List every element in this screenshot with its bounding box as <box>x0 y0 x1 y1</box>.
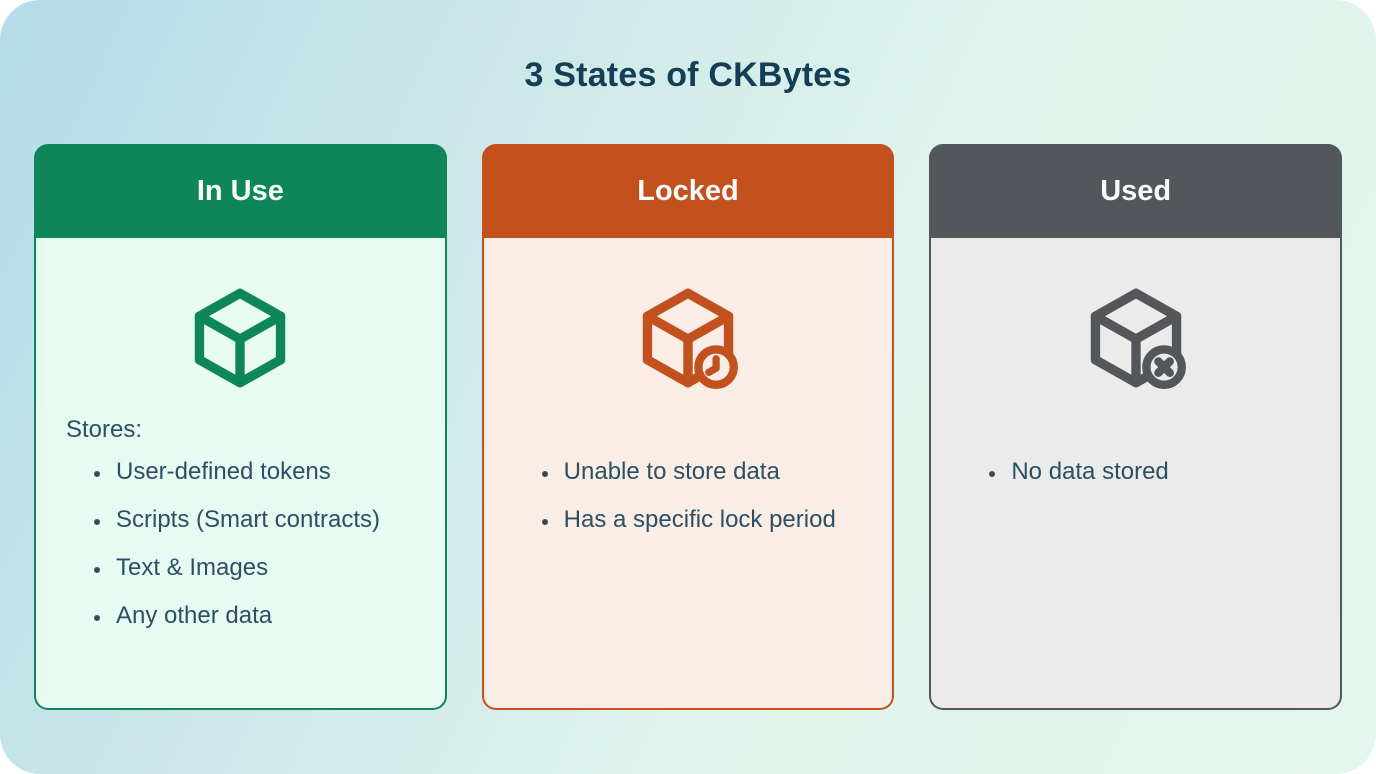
list-item: Scripts (Smart contracts) <box>112 504 415 536</box>
card-in-use-body: Stores: User-defined tokens Scripts (Sma… <box>34 238 447 710</box>
card-in-use-bullet-list: User-defined tokens Scripts (Smart contr… <box>66 456 415 632</box>
list-item: Text & Images <box>112 552 415 584</box>
cube-icon <box>66 286 415 390</box>
cube-x-icon <box>961 286 1310 390</box>
card-locked-header: Locked <box>481 144 895 238</box>
card-used-header: Used <box>929 144 1343 238</box>
card-locked: Locked Unable to store data Has a specif… <box>481 144 895 710</box>
list-item: Unable to store data <box>560 456 863 488</box>
card-used: Used No data stored <box>929 144 1343 710</box>
cube-clock-icon <box>514 286 863 390</box>
card-locked-body: Unable to store data Has a specific lock… <box>481 238 895 710</box>
cards-row: In Use Stores: User-defined tokens Scrip… <box>34 144 1343 710</box>
list-item: No data stored <box>1007 456 1310 488</box>
card-in-use-intro: Stores: <box>66 416 143 443</box>
card-in-use-header: In Use <box>34 144 447 238</box>
list-item: Any other data <box>112 600 415 632</box>
list-item: User-defined tokens <box>112 456 415 488</box>
card-used-title: Used <box>1100 174 1172 207</box>
card-locked-bullet-list: Unable to store data Has a specific lock… <box>514 456 863 536</box>
card-locked-title: Locked <box>637 174 739 207</box>
card-used-bullet-list: No data stored <box>961 456 1310 488</box>
card-in-use: In Use Stores: User-defined tokens Scrip… <box>34 144 447 710</box>
card-used-body: No data stored <box>929 238 1343 710</box>
card-in-use-title: In Use <box>196 174 284 207</box>
list-item: Has a specific lock period <box>560 504 863 536</box>
page-title: 3 States of CKBytes <box>524 56 852 94</box>
